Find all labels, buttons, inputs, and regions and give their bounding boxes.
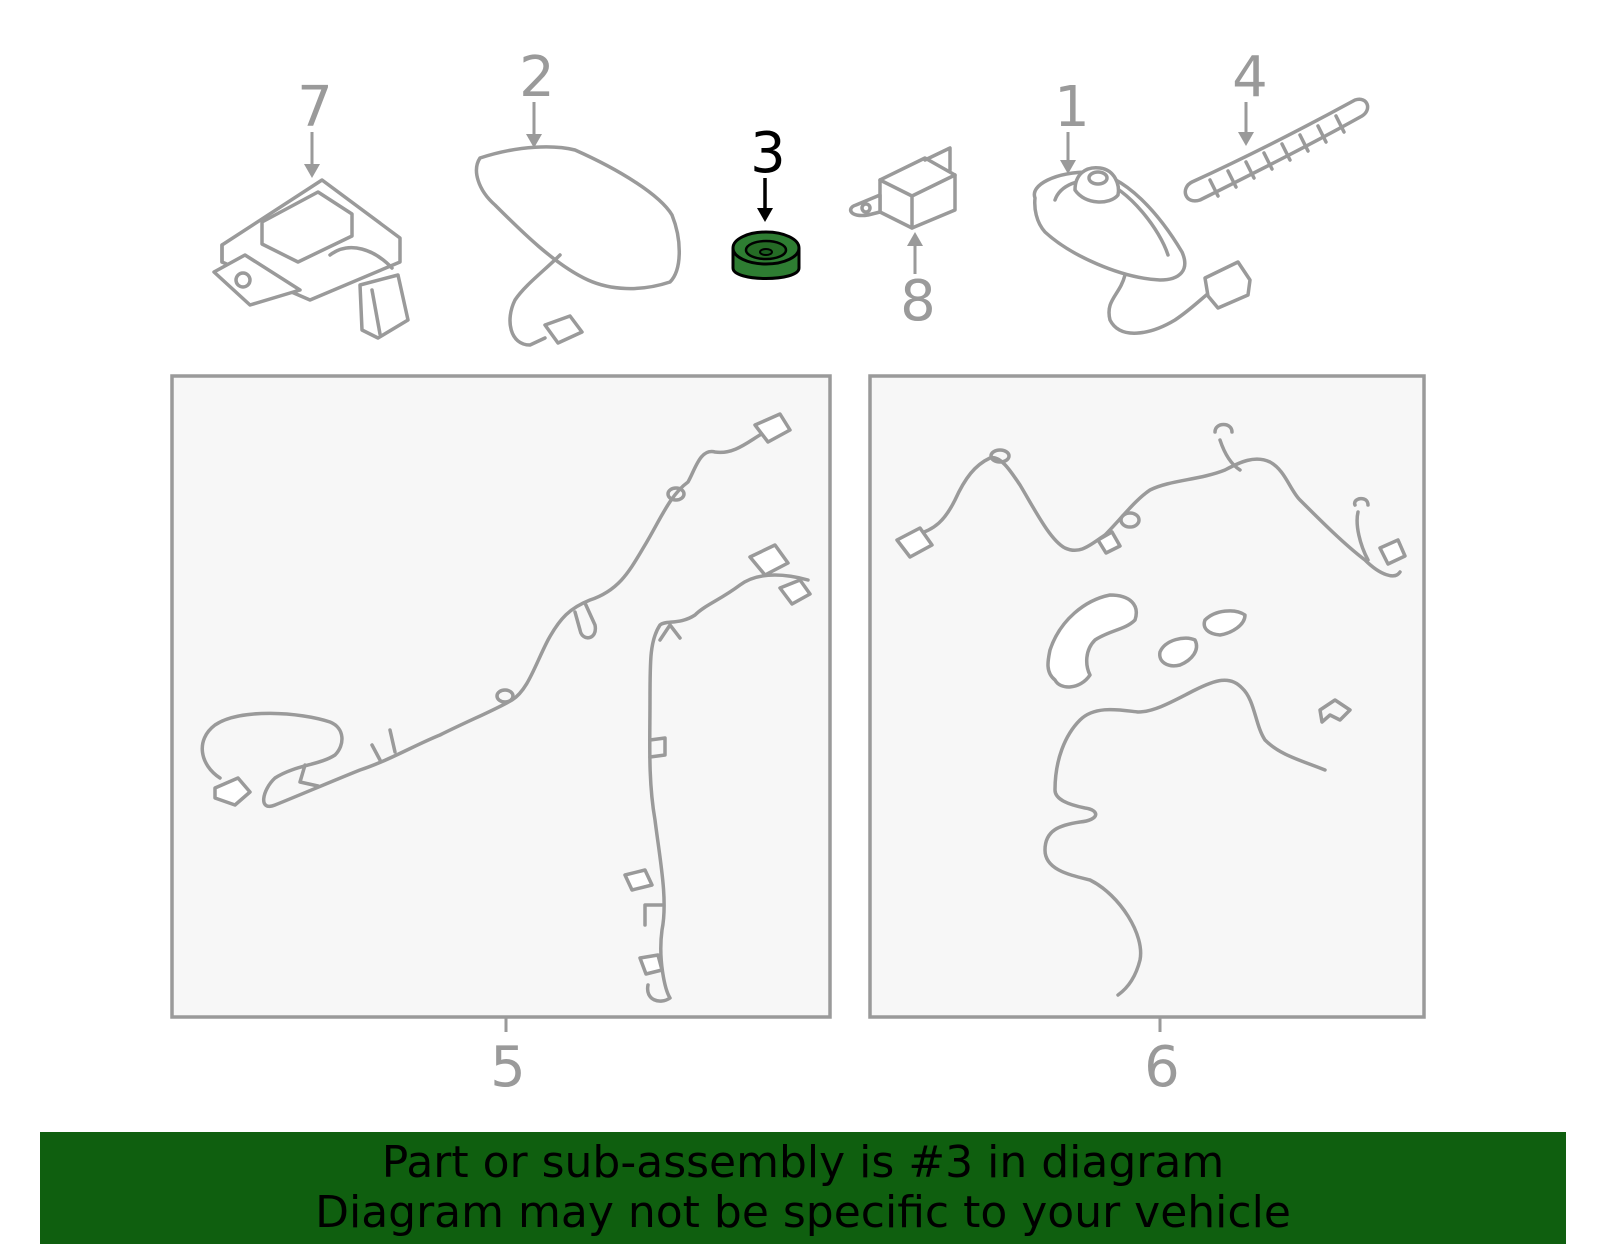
part-5-cable-harness[interactable] [200,412,812,1003]
banner-line-2: Diagram may not be specific to your vehi… [315,1187,1291,1238]
callout-6: 6 [1144,1035,1180,1100]
part-4-antenna-mast[interactable] [1183,97,1370,203]
arrowhead-1 [1060,160,1076,174]
part-7-module[interactable] [212,178,410,340]
callout-3: 3 [750,121,786,186]
part-1-antenna-base[interactable] [1032,166,1252,335]
part-8-connector[interactable] [848,146,957,230]
part-3-grommet[interactable] [731,230,801,280]
callout-7: 7 [297,75,333,140]
arrowhead-3 [757,208,773,222]
callout-1: 1 [1054,75,1090,140]
callout-4: 4 [1232,45,1268,110]
arrowhead-4 [1238,132,1254,146]
callout-2: 2 [519,45,555,110]
panel-part-5[interactable] [170,374,832,1019]
info-banner: Part or sub-assembly is #3 in diagram Di… [40,1132,1566,1244]
arrowhead-8 [907,232,923,246]
banner-line-1: Part or sub-assembly is #3 in diagram [381,1137,1225,1188]
part-6-harness-kit[interactable] [895,422,1407,997]
callout-5: 5 [490,1035,526,1100]
arrowhead-7 [304,164,320,178]
arrowhead-2 [526,134,542,148]
panel-part-6[interactable] [868,374,1426,1019]
part-2-antenna-cover[interactable] [474,145,681,347]
callout-8: 8 [900,269,936,334]
